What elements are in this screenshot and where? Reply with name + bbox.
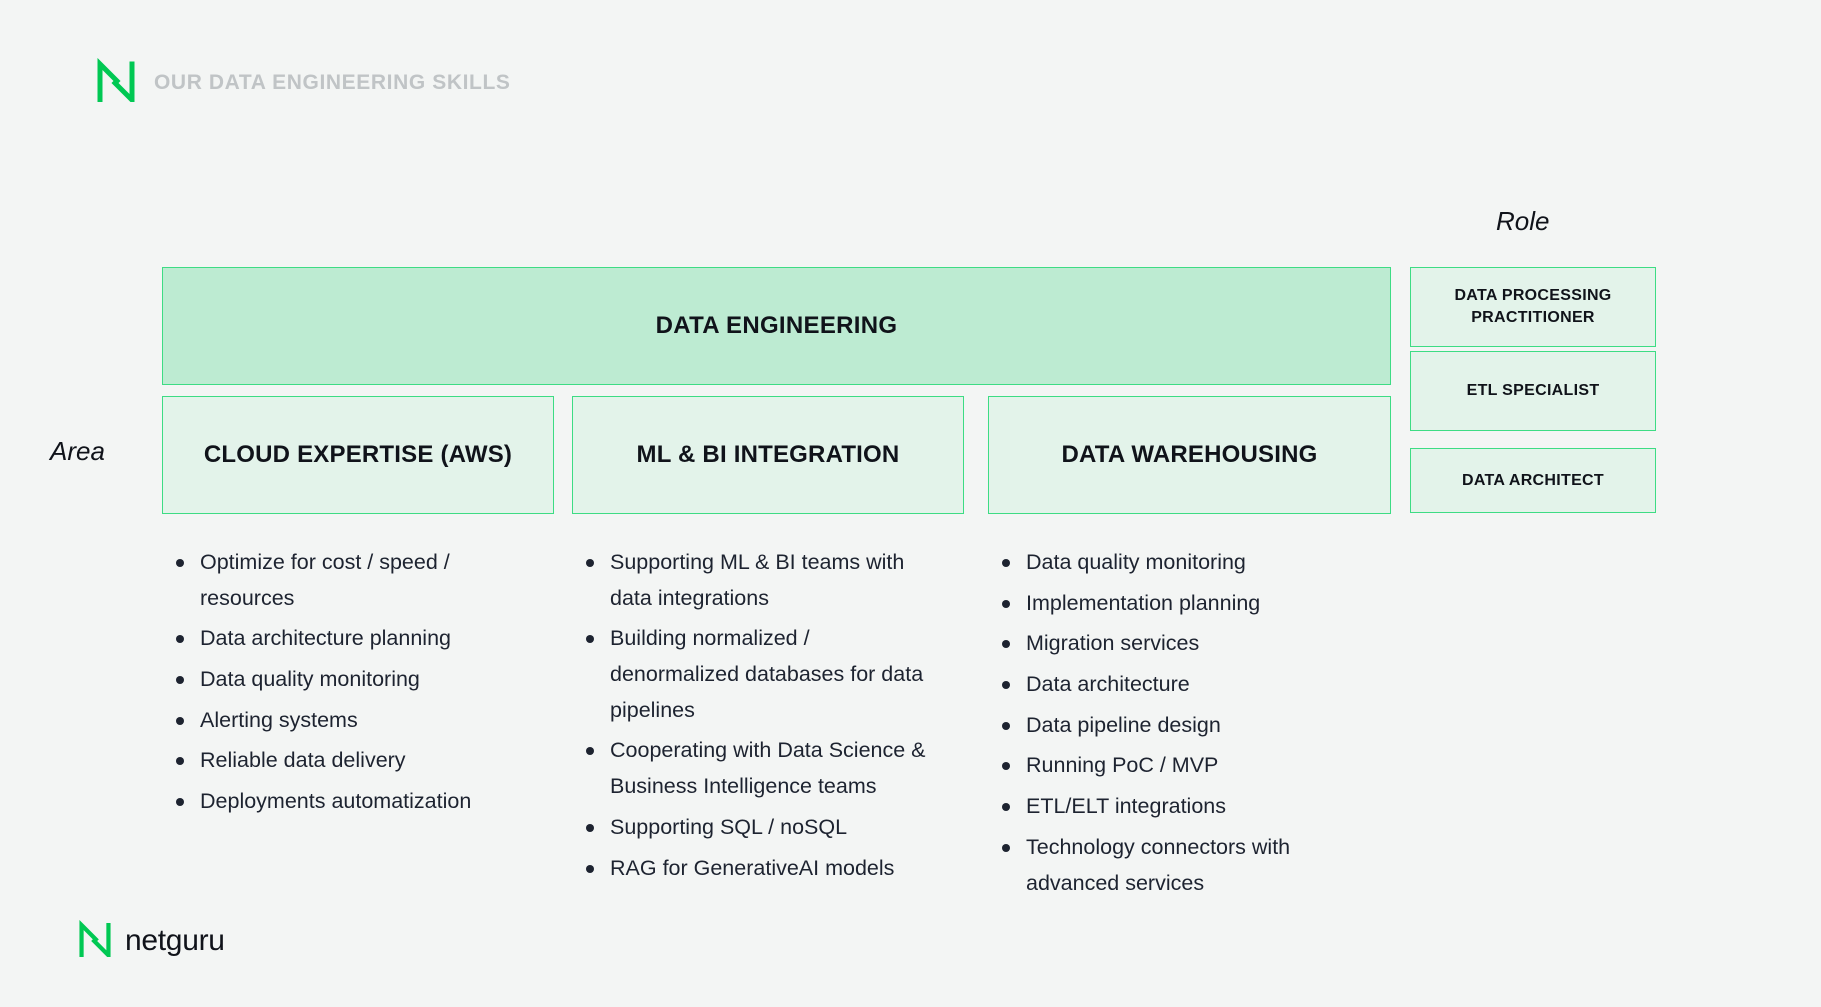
- role-box-label: DATA ARCHITECT: [1462, 471, 1604, 489]
- list-item: Migration services: [998, 626, 1358, 662]
- list-item: RAG for GenerativeAI models: [582, 851, 932, 887]
- list-item: Deployments automatization: [172, 784, 532, 820]
- list-item: ETL/ELT integrations: [998, 789, 1358, 825]
- axis-label-role: Role: [1496, 206, 1550, 236]
- skills-list: Data quality monitoring Implementation p…: [998, 545, 1358, 901]
- page-header: Our Data Engineering Skills: [96, 57, 511, 107]
- list-item: Implementation planning: [998, 586, 1358, 622]
- netguru-logo-icon: [96, 57, 136, 107]
- skills-column-ml-bi-integration: Supporting ML & BI teams with data integ…: [582, 545, 932, 891]
- area-box-label: DATA WAREHOUSING: [1061, 441, 1318, 468]
- page-title: Our Data Engineering Skills: [154, 70, 511, 94]
- skills-column-cloud-expertise: Optimize for cost / speed / resources Da…: [172, 545, 532, 825]
- main-category-label: DATA ENGINEERING: [655, 312, 898, 339]
- skills-column-data-warehousing: Data quality monitoring Implementation p…: [998, 545, 1358, 906]
- list-item: Building normalized / denormalized datab…: [582, 621, 932, 728]
- area-box-label: ML & BI INTEGRATION: [636, 441, 900, 468]
- footer-wordmark: netguru: [125, 924, 225, 957]
- area-box-data-warehousing: DATA WAREHOUSING: [988, 396, 1391, 514]
- list-item: Cooperating with Data Science & Business…: [582, 733, 932, 804]
- area-box-ml-bi-integration: ML & BI INTEGRATION: [572, 396, 964, 514]
- list-item: Data pipeline design: [998, 708, 1358, 744]
- list-item: Supporting SQL / noSQL: [582, 810, 932, 846]
- area-box-cloud-expertise: CLOUD EXPERTISE (AWS): [162, 396, 554, 514]
- axis-label-area: Area: [50, 436, 105, 466]
- list-item: Data architecture planning: [172, 621, 532, 657]
- list-item: Optimize for cost / speed / resources: [172, 545, 532, 616]
- list-item: Data quality monitoring: [172, 662, 532, 698]
- list-item: Alerting systems: [172, 703, 532, 739]
- role-box-label: DATA PROCESSING PRACTITIONER: [1454, 287, 1612, 326]
- role-box-data-processing-practitioner: DATA PROCESSING PRACTITIONER: [1410, 267, 1656, 347]
- role-box-data-architect: DATA ARCHITECT: [1410, 448, 1656, 513]
- netguru-logo-icon: [78, 919, 112, 962]
- list-item: Supporting ML & BI teams with data integ…: [582, 545, 932, 616]
- list-item: Data quality monitoring: [998, 545, 1358, 581]
- skills-list: Optimize for cost / speed / resources Da…: [172, 545, 532, 820]
- footer-logo: netguru: [78, 919, 225, 962]
- list-item: Reliable data delivery: [172, 743, 532, 779]
- role-box-etl-specialist: ETL SPECIALIST: [1410, 351, 1656, 431]
- skills-list: Supporting ML & BI teams with data integ…: [582, 545, 932, 886]
- area-box-label: CLOUD EXPERTISE (AWS): [203, 441, 513, 468]
- role-box-label: ETL SPECIALIST: [1466, 382, 1600, 400]
- list-item: Technology connectors with advanced serv…: [998, 830, 1358, 901]
- list-item: Running PoC / MVP: [998, 748, 1358, 784]
- main-category-box: DATA ENGINEERING: [162, 267, 1391, 385]
- list-item: Data architecture: [998, 667, 1358, 703]
